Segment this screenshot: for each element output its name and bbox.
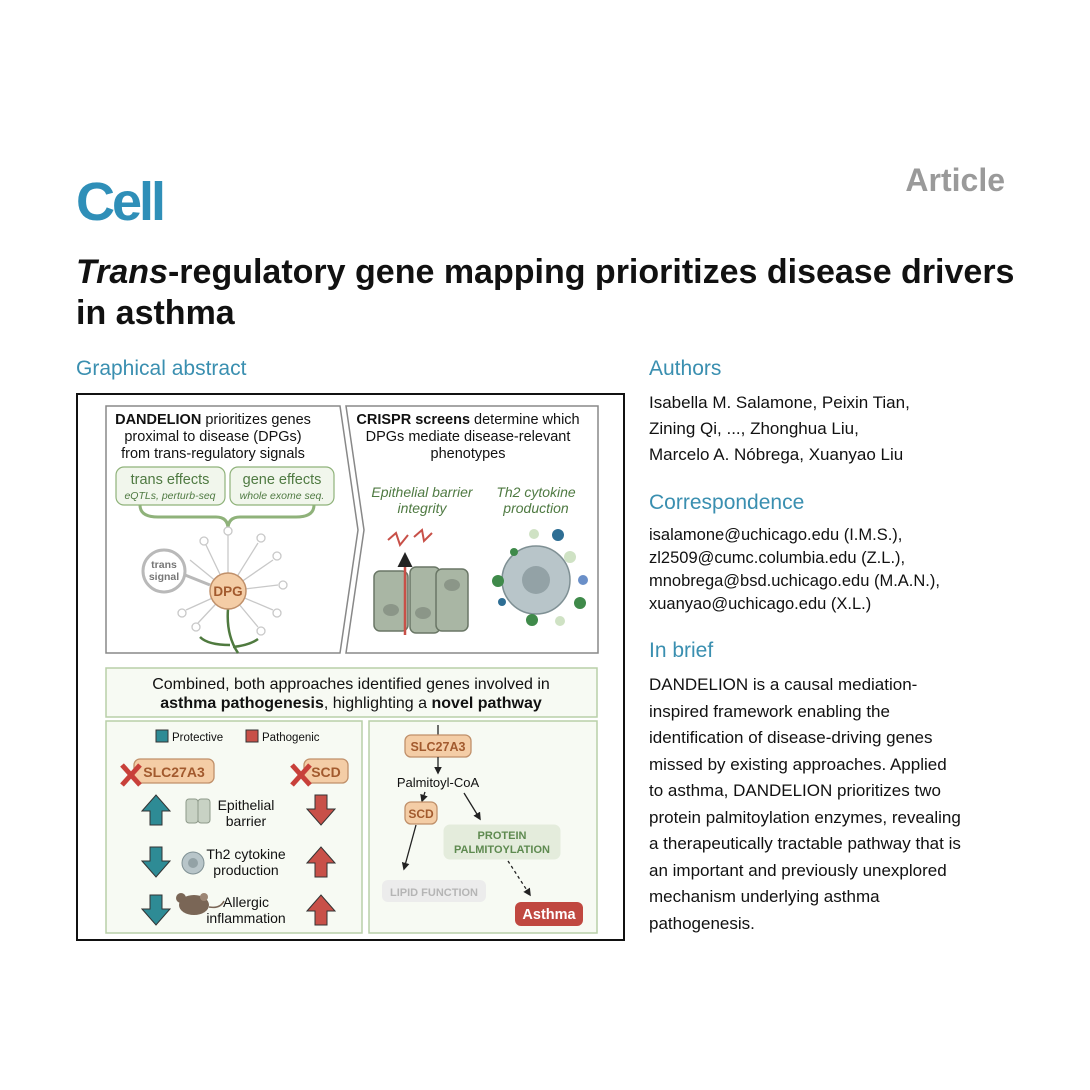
asthma-box <box>515 902 583 926</box>
epi-label-2: integrity <box>397 500 447 516</box>
lipid-function-box <box>382 880 486 902</box>
phenotype-epi-1: Epithelial <box>218 797 275 813</box>
phenotype-th2-2: production <box>213 862 278 878</box>
asthma-label: Asthma <box>522 907 576 923</box>
scd-gene-label: SCD <box>311 764 341 780</box>
dandelion-leaf <box>199 636 231 647</box>
protein-palm-label-2: PALMITOYLATION <box>454 844 550 856</box>
up-arrow-icon <box>305 894 337 926</box>
article-type-label: Article <box>905 162 1005 198</box>
protein-palm-box <box>443 824 561 860</box>
panel2-line3: phenotypes <box>431 446 506 462</box>
in-brief-line: DANDELION is a causal mediation- <box>649 675 918 694</box>
trans-signal-circle <box>141 548 187 594</box>
dandelion-leaf-2 <box>232 637 259 649</box>
down-arrow-icon <box>140 894 172 926</box>
in-brief-heading: In brief <box>649 639 714 662</box>
panel1-line2: proximal to disease (DPGs) <box>124 429 301 445</box>
email-link[interactable]: mnobrega@bsd.uchicago.edu (M.A.N.), <box>649 572 940 590</box>
protein-palm-label-1: PROTEIN <box>478 830 527 842</box>
up-arrow-icon <box>305 846 337 878</box>
in-brief-line: missed by existing approaches. Applied <box>649 754 947 774</box>
trans-effects-sub: eQTLs, perturb-seq <box>124 490 215 502</box>
in-brief-line: to asthma, DANDELION prioritizes two <box>649 781 941 800</box>
epithelial-mini-icon <box>185 798 211 824</box>
pathway-slc-label: SLC27A3 <box>411 740 466 754</box>
trans-effects-box <box>115 466 226 506</box>
pathway-arrow-4 <box>401 824 417 871</box>
legend-pathogenic-label: Pathogenic <box>262 732 320 744</box>
pathway-arrow-5 <box>507 860 531 897</box>
brace <box>138 504 316 530</box>
article-sidebar: Authors Isabella M. Salamone, Peixin Tia… <box>649 356 1029 937</box>
phenotype-epi-2: barrier <box>226 813 267 829</box>
title-rest: -regulatory gene mapping prioritizes dis… <box>76 253 1015 332</box>
combined-line2: asthma pathogenesis, highlighting a nove… <box>160 695 542 712</box>
down-arrow-icon <box>140 846 172 878</box>
panel1-frame <box>105 405 359 654</box>
pathway-scd-label: SCD <box>408 807 434 821</box>
panel2-line1: CRISPR screens determine which <box>356 412 579 428</box>
pathway-scd-box <box>404 801 438 825</box>
down-arrow-icon <box>305 794 337 826</box>
in-brief-line: identification of disease-driving genes <box>649 728 933 747</box>
trans-signal-text-1: trans <box>151 559 177 571</box>
dpg-label: DPG <box>213 584 242 599</box>
pathway-arrow-2 <box>420 791 428 803</box>
dpg-circle <box>209 572 247 610</box>
pathway-palm-label: Palmitoyl-CoA <box>397 775 480 790</box>
phenotype-th2-1: Th2 cytokine <box>206 846 286 862</box>
panel1-line1: DANDELION prioritizes genes <box>115 412 311 428</box>
authors-line: Marcelo A. Nóbrega, Xuanyao Liu <box>649 445 904 464</box>
epithelial-cells-icon <box>373 528 469 635</box>
gene-effects-sub: whole exome seq. <box>240 490 325 502</box>
pathway-arrow-3 <box>463 792 481 821</box>
combined-box <box>105 667 598 718</box>
combined-line1: Combined, both approaches identified gen… <box>152 676 550 693</box>
authors-line: Isabella M. Salamone, Peixin Tian, <box>649 393 910 412</box>
in-brief-line: an important and previously unexplored <box>649 860 947 880</box>
email-link[interactable]: xuanyao@uchicago.edu (X.L.) <box>649 595 872 613</box>
in-brief-line: a therapeutically tractable pathway that… <box>649 834 961 853</box>
trans-signal-text-2: signal <box>149 571 179 583</box>
mouse-icon <box>176 893 225 915</box>
scd-knockout-icon <box>290 763 312 787</box>
email-link[interactable]: isalamone@uchicago.edu (I.M.S.), <box>649 526 903 544</box>
panel1-line3: from trans-regulatory signals <box>121 446 305 462</box>
phenotype-all-1: Allergic <box>223 894 269 910</box>
trans-effects-title: trans effects <box>131 472 210 488</box>
graphical-abstract-heading: Graphical abstract <box>76 357 247 380</box>
gene-effects-box <box>229 466 335 506</box>
title-italic: Trans <box>76 253 168 291</box>
th2-label-1: Th2 cytokine <box>496 484 576 500</box>
in-brief-line: mechanism underlying asthma <box>649 887 880 906</box>
trans-signal-line <box>184 573 211 587</box>
in-brief-line: pathogenesis. <box>649 913 755 933</box>
dandelion-stem <box>226 608 240 654</box>
graphical-abstract: DANDELION prioritizes genes proximal to … <box>76 393 625 941</box>
authors-line: Zining Qi, ..., Zhonghua Liu, <box>649 419 859 438</box>
in-brief-line: inspired framework enabling the <box>649 701 890 721</box>
up-arrow-icon <box>140 794 172 826</box>
journal-logo: Cell <box>76 172 166 232</box>
panel2-frame <box>345 405 599 654</box>
legend-protective-label: Protective <box>172 732 223 744</box>
th2-label-2: production <box>502 500 569 516</box>
epi-label-1: Epithelial barrier <box>371 484 473 500</box>
authors-heading: Authors <box>649 357 722 380</box>
slc-gene-label: SLC27A3 <box>143 764 205 780</box>
email-link[interactable]: zl2509@cumc.columbia.edu (Z.L.), <box>649 549 906 567</box>
panel2-line2: DPGs mediate disease-relevant <box>366 429 571 445</box>
legend-protective-swatch <box>155 729 169 743</box>
lipid-function-label: LIPID FUNCTION <box>390 887 478 899</box>
legend-pathogenic-swatch <box>245 729 259 743</box>
gene-effects-title: gene effects <box>243 472 322 488</box>
th2-mini-icon <box>181 851 205 875</box>
article-title: Trans-regulatory gene mapping prioritize… <box>76 252 1036 334</box>
phenotype-all-2: inflammation <box>206 910 285 926</box>
correspondence-heading: Correspondence <box>649 491 805 514</box>
slc-knockout-icon <box>120 763 142 787</box>
th2-cell-icon <box>492 529 588 626</box>
in-brief-line: protein palmitoylation enzymes, revealin… <box>649 807 961 827</box>
